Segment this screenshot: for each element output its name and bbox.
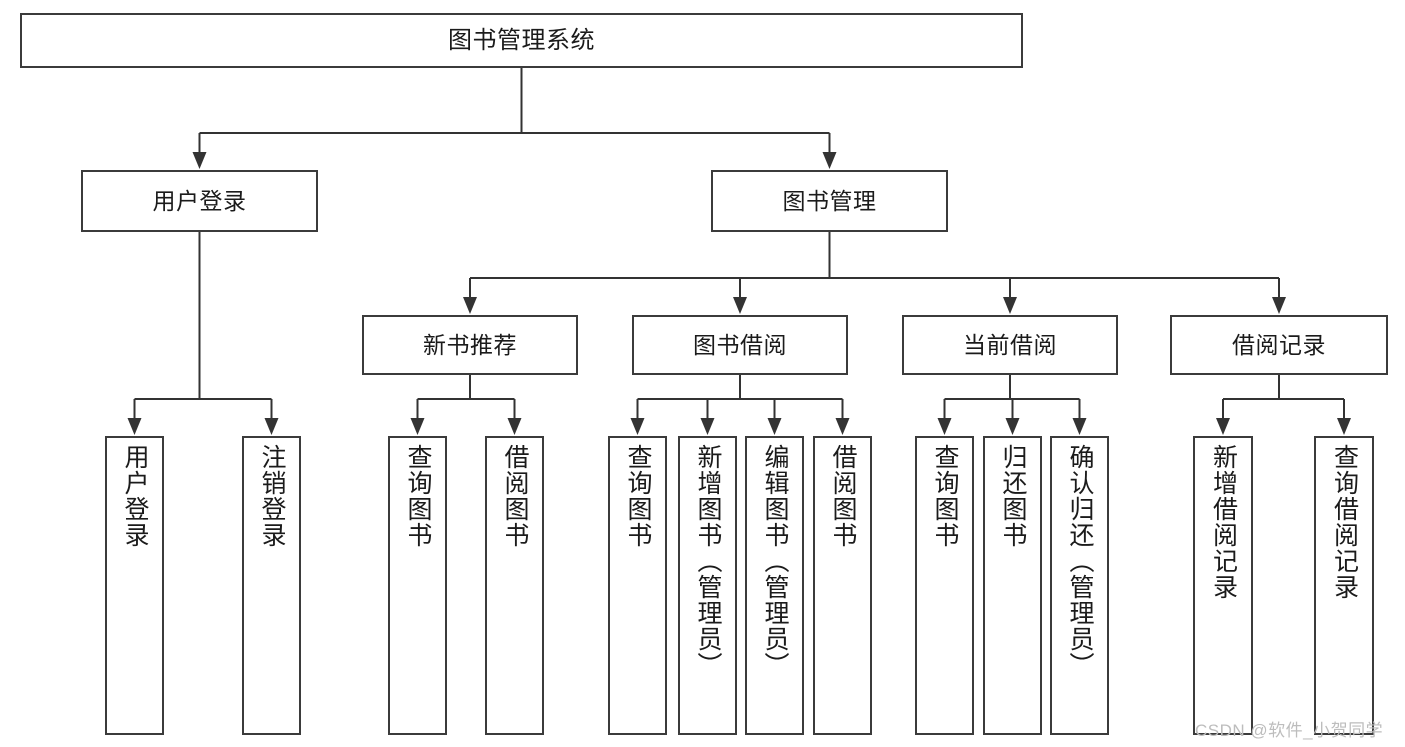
node-label: 查询图书 [404, 444, 432, 548]
node-book-manage[interactable]: 图书管理 [711, 170, 948, 232]
node-leaf-borrow-book-2[interactable]: 借阅图书 [813, 436, 872, 735]
node-label: 查询图书 [624, 444, 652, 548]
node-leaf-query-record[interactable]: 查询借阅记录 [1314, 436, 1374, 735]
node-user-login[interactable]: 用户登录 [81, 170, 318, 232]
node-label: 新增借阅记录 [1209, 444, 1238, 600]
node-label: 查询图书 [931, 444, 959, 548]
node-label: 图书管理 [782, 187, 877, 214]
node-label: 新增图书（管理员） [694, 444, 722, 678]
node-label: 确认归还（管理员） [1066, 444, 1094, 678]
node-label: 图书管理系统 [448, 26, 595, 54]
node-leaf-borrow-book-1[interactable]: 借阅图书 [485, 436, 544, 735]
node-leaf-return-book[interactable]: 归还图书 [983, 436, 1042, 735]
node-root[interactable]: 图书管理系统 [20, 13, 1023, 68]
node-leaf-confirm-return[interactable]: 确认归还（管理员） [1050, 436, 1109, 735]
node-leaf-edit-book[interactable]: 编辑图书（管理员） [745, 436, 804, 735]
node-borrow-record[interactable]: 借阅记录 [1170, 315, 1388, 375]
node-leaf-query-book-1[interactable]: 查询图书 [388, 436, 447, 735]
node-leaf-add-book[interactable]: 新增图书（管理员） [678, 436, 737, 735]
node-book-borrow[interactable]: 图书借阅 [632, 315, 848, 375]
node-label: 用户登录 [121, 444, 149, 548]
node-label: 编辑图书（管理员） [761, 444, 789, 678]
node-label: 查询借阅记录 [1330, 444, 1359, 600]
node-new-book-rec[interactable]: 新书推荐 [362, 315, 578, 375]
node-label: 用户登录 [152, 187, 247, 214]
node-leaf-logout[interactable]: 注销登录 [242, 436, 301, 735]
node-leaf-user-login[interactable]: 用户登录 [105, 436, 164, 735]
node-label: 新书推荐 [423, 331, 517, 358]
node-label: 注销登录 [258, 444, 286, 548]
node-label: 图书借阅 [693, 331, 787, 358]
node-label: 借阅图书 [829, 444, 857, 548]
node-current-borrow[interactable]: 当前借阅 [902, 315, 1118, 375]
node-label: 借阅图书 [501, 444, 529, 548]
node-leaf-query-book-2[interactable]: 查询图书 [608, 436, 667, 735]
csdn-watermark: CSDN @软件_小贺同学 [1195, 721, 1384, 740]
node-leaf-query-book-3[interactable]: 查询图书 [915, 436, 974, 735]
node-label: 归还图书 [999, 444, 1027, 548]
node-leaf-add-record[interactable]: 新增借阅记录 [1193, 436, 1253, 735]
node-label: 借阅记录 [1232, 331, 1326, 358]
node-label: 当前借阅 [963, 331, 1057, 358]
